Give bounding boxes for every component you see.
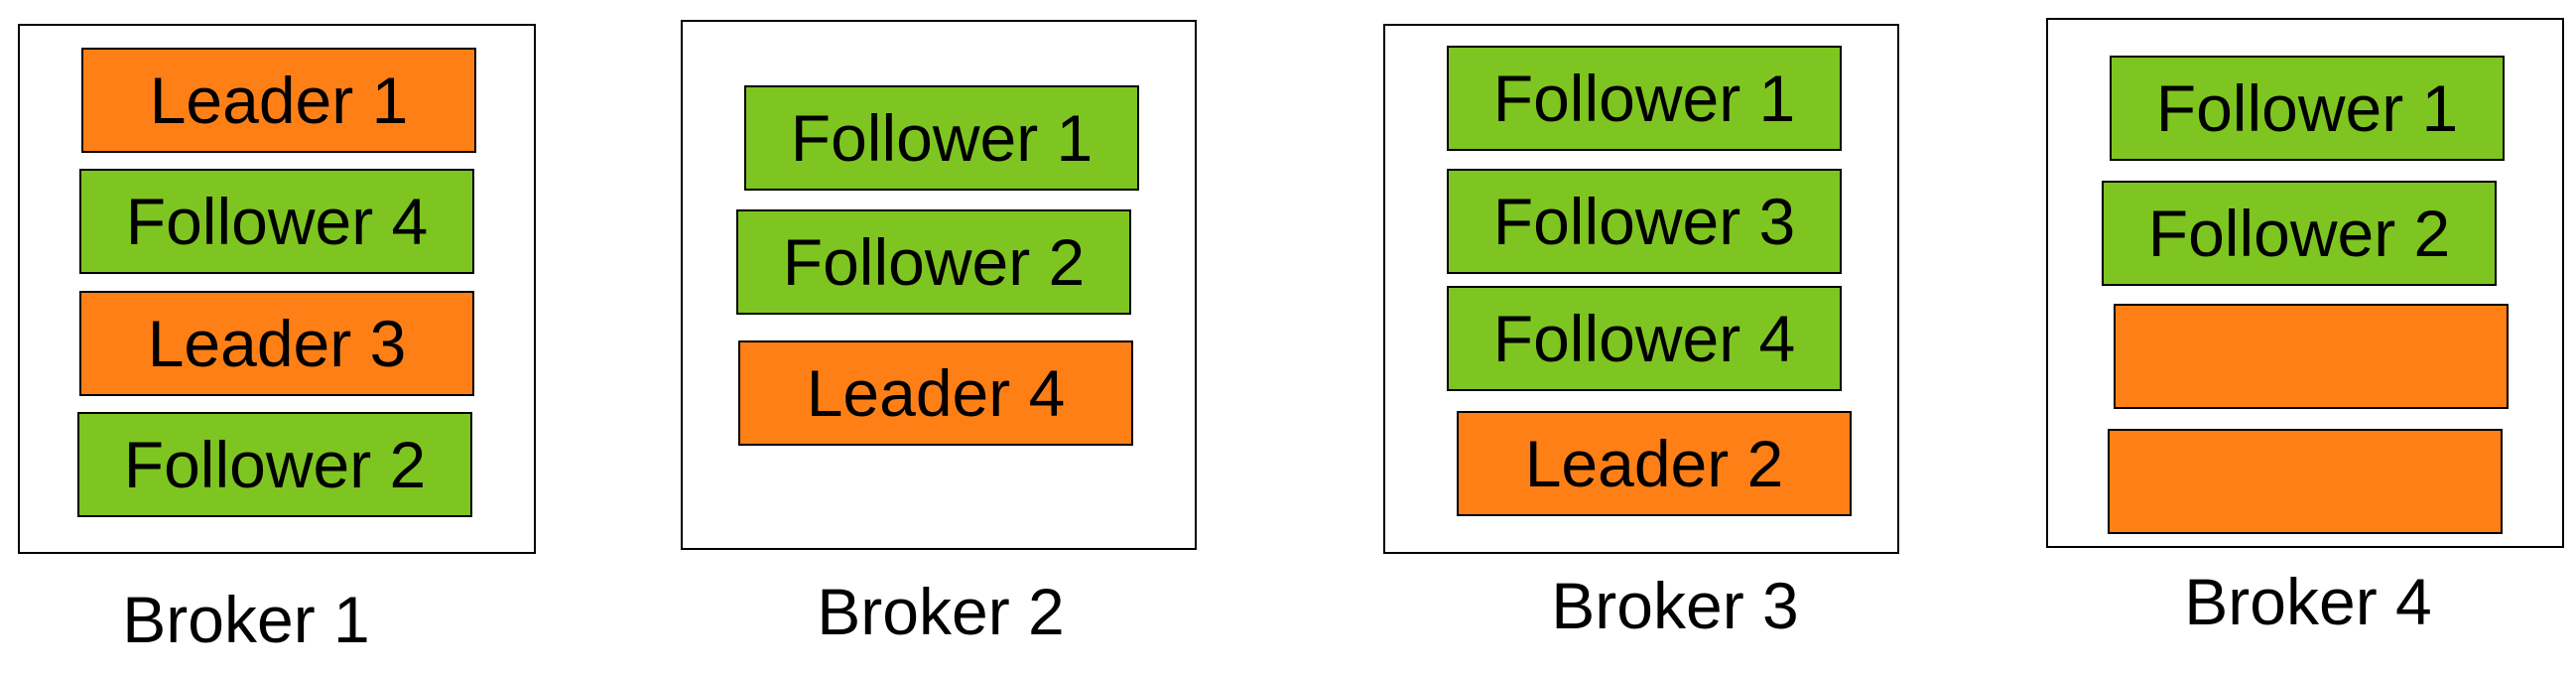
broker-4-partition-2: Follower 2 — [2102, 181, 2497, 286]
broker-1-partition-1: Leader 1 — [81, 48, 476, 153]
broker-1-label: Broker 1 — [122, 583, 370, 656]
broker-3-partition-1: Follower 1 — [1447, 46, 1842, 151]
broker-1-partition-4: Follower 2 — [77, 412, 472, 517]
broker-4-partition-1: Follower 1 — [2110, 56, 2505, 161]
broker-3-label: Broker 3 — [1551, 569, 1799, 642]
broker-4-label: Broker 4 — [2184, 565, 2432, 638]
broker-3-partition-2: Follower 3 — [1447, 169, 1842, 274]
broker-2-partition-1: Follower 1 — [744, 85, 1139, 191]
broker-3-partition-3: Follower 4 — [1447, 286, 1842, 391]
broker-2-partition-2: Follower 2 — [736, 209, 1131, 315]
broker-1-partition-3: Leader 3 — [79, 291, 474, 396]
broker-2-label: Broker 2 — [817, 575, 1065, 648]
broker-3-partition-4: Leader 2 — [1457, 411, 1852, 516]
broker-1-partition-2: Follower 4 — [79, 169, 474, 274]
broker-4-partition-4 — [2108, 429, 2503, 534]
broker-4-partition-3 — [2114, 304, 2509, 409]
broker-2-partition-3: Leader 4 — [738, 340, 1133, 446]
